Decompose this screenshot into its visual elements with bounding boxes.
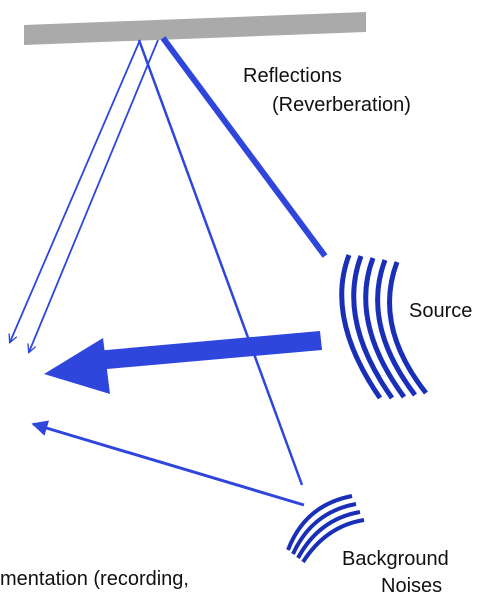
noises-label: Noises	[381, 575, 442, 597]
background-label: Background	[342, 548, 449, 570]
reflected-ray-2	[29, 39, 159, 352]
noise-reflection-ray	[137, 39, 304, 486]
reflections-label: Reflections	[243, 65, 342, 87]
noise-direct-arrow	[31, 420, 305, 507]
source-label: Source	[409, 300, 472, 322]
reflected-ray-1	[10, 39, 141, 342]
background-noise-waves-icon	[286, 494, 365, 564]
reflector-surface	[24, 12, 366, 45]
reverberation-label: (Reverberation)	[272, 94, 411, 116]
source-waves-icon	[339, 254, 428, 400]
instrumentation-label: mentation (recording,	[0, 568, 189, 590]
direct-sound-arrow	[44, 331, 322, 394]
source-reflection-ray	[160, 36, 328, 258]
